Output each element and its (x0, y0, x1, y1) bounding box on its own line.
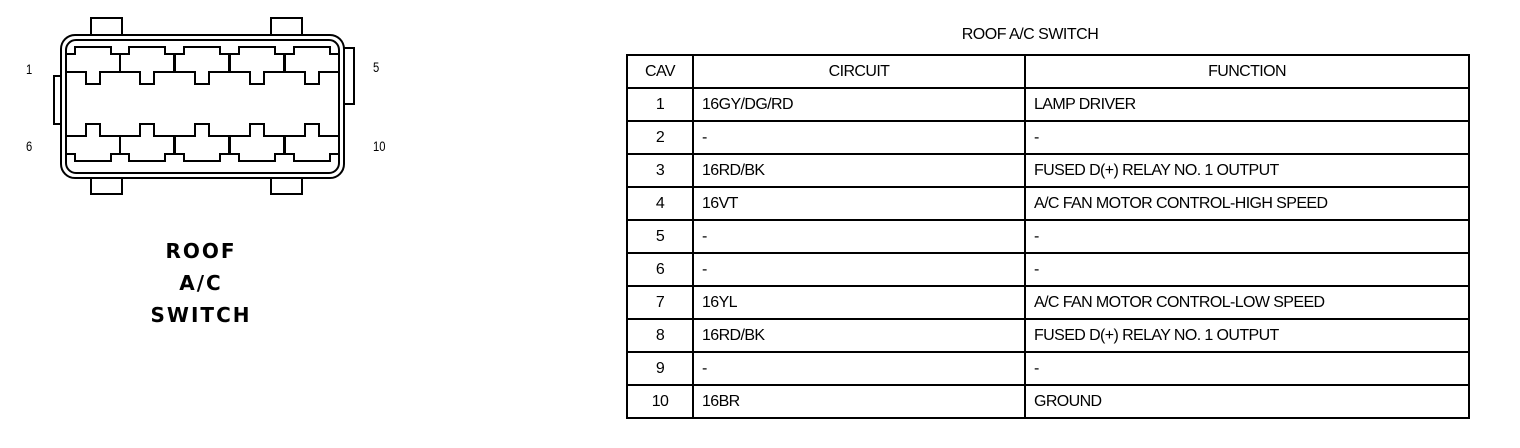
connector-name-label: ROOF A/C SWITCH (140, 235, 262, 331)
header-function: FUNCTION (1024, 54, 1470, 89)
cav-cell: 2 (626, 120, 694, 155)
cav-cell: 7 (626, 285, 694, 320)
circuit-cell: 16YL (692, 285, 1026, 320)
function-cell: - (1024, 252, 1470, 287)
circuit-cell: 16RD/BK (692, 318, 1026, 353)
terminal-cavity-7 (119, 123, 175, 162)
pin-label-10: 10 (373, 138, 386, 154)
pin-label-1: 1 (26, 61, 33, 77)
circuit-cell: - (692, 120, 1026, 155)
table-header-row: CAV CIRCUIT FUNCTION (626, 54, 1470, 89)
cav-cell: 9 (626, 351, 694, 386)
cav-cell: 1 (626, 87, 694, 122)
header-circuit: CIRCUIT (692, 54, 1026, 89)
table-title: ROOF A/C SWITCH (961, 26, 1099, 43)
connector-name-line: ROOF (165, 239, 237, 263)
connector-name-line: A/C (179, 271, 223, 295)
cav-cell: 6 (626, 252, 694, 287)
cav-cell: 10 (626, 384, 694, 419)
connector-inner-outline (65, 39, 340, 174)
function-cell: A/C FAN MOTOR CONTROL-HIGH SPEED (1024, 186, 1470, 221)
terminal-cavity-9 (229, 123, 285, 162)
circuit-cell: 16BR (692, 384, 1026, 419)
circuit-cell: - (692, 351, 1026, 386)
table-row: 5-- (626, 219, 1470, 254)
circuit-cell: - (692, 252, 1026, 287)
circuit-cell: 16VT (692, 186, 1026, 221)
table-row: 2-- (626, 120, 1470, 155)
connector-tab-top-right (270, 17, 303, 37)
circuit-cell: 16GY/DG/RD (692, 87, 1026, 122)
function-cell: - (1024, 219, 1470, 254)
cav-cell: 4 (626, 186, 694, 221)
connector-name-line: SWITCH (150, 303, 252, 327)
pin-label-6: 6 (26, 138, 33, 154)
header-cav: CAV (626, 54, 694, 89)
function-cell: FUSED D(+) RELAY NO. 1 OUTPUT (1024, 153, 1470, 188)
function-cell: - (1024, 120, 1470, 155)
function-cell: A/C FAN MOTOR CONTROL-LOW SPEED (1024, 285, 1470, 320)
terminal-cavity-5 (284, 46, 340, 85)
cav-cell: 5 (626, 219, 694, 254)
cav-cell: 3 (626, 153, 694, 188)
function-cell: FUSED D(+) RELAY NO. 1 OUTPUT (1024, 318, 1470, 353)
function-cell: GROUND (1024, 384, 1470, 419)
terminal-cavity-8 (174, 123, 230, 162)
connector-diagram (53, 17, 355, 195)
table-row: 9-- (626, 351, 1470, 386)
terminal-cavity-6 (65, 123, 121, 162)
terminal-cavity-10 (284, 123, 340, 162)
circuit-cell: 16RD/BK (692, 153, 1026, 188)
connector-tab-top-left (90, 17, 123, 37)
function-cell: - (1024, 351, 1470, 386)
function-cell: LAMP DRIVER (1024, 87, 1470, 122)
table-row: 6-- (626, 252, 1470, 287)
pin-label-5: 5 (373, 59, 380, 75)
cav-cell: 8 (626, 318, 694, 353)
circuit-cell: - (692, 219, 1026, 254)
